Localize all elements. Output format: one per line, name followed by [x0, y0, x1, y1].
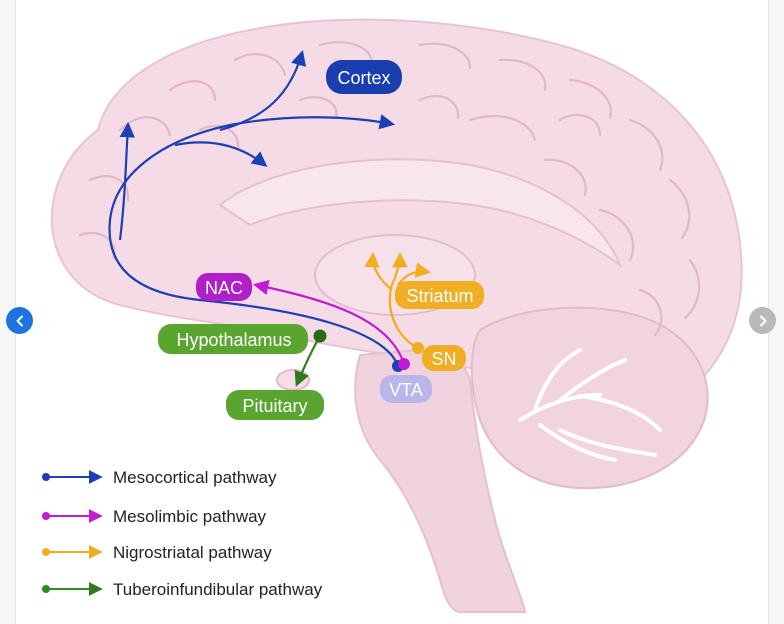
- pituitary-label: Pituitary: [242, 396, 307, 416]
- mesolimbic-path: [252, 279, 406, 365]
- legend-label-mesocortical: Mesocortical pathway: [113, 468, 277, 487]
- legend: Mesocortical pathway Mesolimbic pathway …: [42, 468, 323, 599]
- mesolimbic-pathway: [252, 279, 410, 370]
- hypothalamus-badge: Hypothalamus: [158, 324, 308, 354]
- legend-label-nigrostriatal: Nigrostriatal pathway: [113, 543, 272, 562]
- previous-image-button[interactable]: [6, 307, 33, 334]
- striatum-label: Striatum: [406, 286, 473, 306]
- legend-item-mesocortical: Mesocortical pathway: [42, 468, 277, 487]
- brainstem-shape: [354, 348, 527, 613]
- sn-label: SN: [431, 349, 456, 369]
- mesolimbic-origin-dot: [398, 358, 410, 370]
- legend-item-tuberoinfundibular: Tuberoinfundibular pathway: [42, 580, 323, 599]
- hypothalamus-label: Hypothalamus: [176, 330, 291, 350]
- mesocortical-main-trunk: [108, 114, 400, 367]
- nigrostriatal-trunk: [388, 251, 419, 349]
- mesocortical-branch-medial: [174, 141, 268, 167]
- arbor-vitae: [518, 348, 662, 462]
- nigrostriatal-pathway: [364, 251, 432, 354]
- nac-badge: NAC: [196, 273, 252, 301]
- corpus-callosum-shape: [218, 158, 623, 268]
- sn-badge: SN: [422, 345, 466, 371]
- tuberoinfundibular-origin-dot: [313, 329, 327, 343]
- tuberoinfundibular-pathway: [294, 329, 327, 387]
- brain-illustration: [50, 18, 743, 613]
- next-image-button[interactable]: [749, 307, 776, 334]
- legend-label-mesolimbic: Mesolimbic pathway: [113, 507, 267, 526]
- legend-item-mesolimbic: Mesolimbic pathway: [42, 507, 267, 526]
- legend-label-tuberoinfundibular: Tuberoinfundibular pathway: [113, 580, 323, 599]
- nigrostriatal-origin-dot: [412, 342, 424, 354]
- nac-label: NAC: [205, 278, 243, 298]
- pituitary-shape: [276, 369, 310, 391]
- chevron-right-icon: [759, 315, 766, 326]
- striatum-badge: Striatum: [395, 281, 484, 309]
- mesocortical-branch-frontal: [118, 121, 135, 241]
- legend-item-nigrostriatal: Nigrostriatal pathway: [42, 543, 272, 562]
- cortex-label: Cortex: [337, 68, 390, 88]
- mesocortical-branch-superior: [219, 50, 307, 132]
- pituitary-badge: Pituitary: [226, 390, 324, 420]
- vta-label: VTA: [389, 380, 423, 400]
- nigrostriatal-branch-left: [364, 251, 393, 291]
- nigrostriatal-branch-right: [397, 262, 432, 286]
- cortex-badge: Cortex: [326, 60, 402, 94]
- chevron-left-icon: [16, 315, 23, 326]
- vta-badge: VTA: [380, 375, 432, 403]
